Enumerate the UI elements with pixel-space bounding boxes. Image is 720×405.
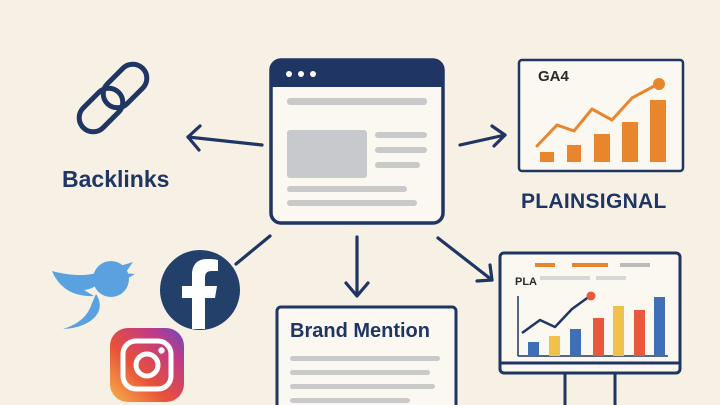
ga4-bar: [540, 152, 554, 162]
arrow-down-right: [436, 236, 494, 283]
ga4-trend-line: [535, 82, 660, 148]
chain-link-icon: [76, 61, 150, 135]
image-placeholder: [287, 130, 367, 178]
window-dot: [310, 71, 316, 77]
dashboard-bar: [634, 310, 645, 356]
window-dot: [286, 71, 292, 77]
arrow-left: [186, 124, 264, 152]
arrow-down-left: [234, 234, 272, 266]
dashboard-bar: [593, 318, 604, 356]
dashboard-bar: [570, 329, 581, 356]
twitter-bird-icon: [52, 261, 135, 329]
webpage-window: [269, 58, 445, 225]
instagram-icon: [110, 328, 184, 402]
brand-mention-doc: [275, 305, 458, 405]
backlinks-label: Backlinks: [62, 166, 170, 192]
dashboard-bar: [528, 342, 539, 356]
brand-mention-label: Brand Mention: [290, 320, 430, 342]
ga4-bar: [622, 122, 638, 162]
dashboard-monitor: [498, 251, 682, 405]
ga4-trend-dot: [653, 78, 665, 90]
facebook-icon: [160, 250, 240, 330]
ga4-card: [517, 58, 685, 173]
ga4-label: GA4: [538, 68, 569, 85]
plainsignal-label: PLAINSIGNAL: [521, 190, 667, 213]
flow-arrows: [186, 124, 507, 298]
ga4-bar: [650, 100, 666, 162]
text-line: [287, 98, 427, 105]
dashboard-bar: [613, 306, 624, 356]
arrow-down: [344, 235, 370, 298]
dashboard-trend-line: [521, 294, 591, 335]
dashboard-bar: [549, 336, 560, 356]
window-dot: [298, 71, 304, 77]
pla-label: PLA: [515, 276, 537, 288]
ga4-bar: [594, 134, 610, 162]
dashboard-bar: [654, 297, 665, 356]
ga4-bar: [567, 145, 581, 162]
arrow-right: [458, 124, 507, 148]
